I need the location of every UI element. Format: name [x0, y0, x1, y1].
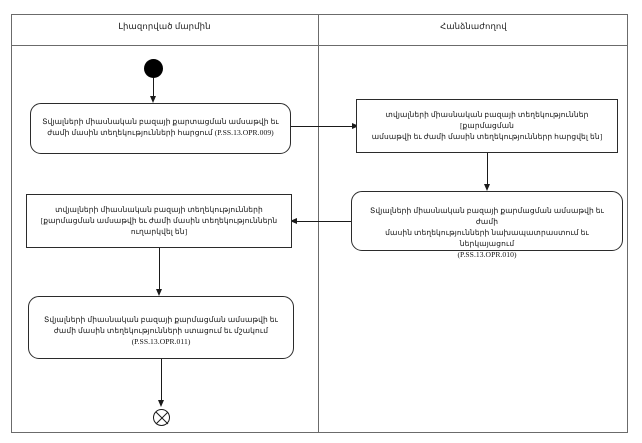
flow-final-node[interactable] [153, 409, 170, 426]
arrowhead-initial-to-action1 [150, 96, 156, 103]
arrowhead-action1-to-object1 [352, 122, 359, 129]
arrowhead-object2-to-action3 [156, 289, 162, 296]
action-node-receive-process-label: Տվյալների միասնական բազայի քարմացման ամս… [44, 315, 278, 346]
arrowhead-action2-to-object2 [290, 217, 297, 224]
action-node-prepare-present-label: Տվյալների միասնական բազայի քարմացման ամս… [370, 206, 604, 259]
initial-node[interactable] [144, 59, 163, 78]
arrowhead-object1-to-action2 [484, 184, 490, 191]
swimlane-header-divider [11, 45, 628, 46]
edge-object2-to-action3 [159, 248, 160, 291]
action-node-request-info[interactable]: Տվյալների միասնական բազայի քարտացման ամս… [30, 103, 291, 154]
arrowhead-action3-to-final [158, 400, 164, 407]
swimlane-title-right: Հանձնաժողով [440, 21, 507, 31]
object-node-db-info-requested[interactable]: տվյալների միասնական բազայի տեղեկությունն… [356, 99, 618, 153]
action-node-receive-process[interactable]: Տվյալների միասնական բազայի քարմացման ամս… [28, 296, 294, 359]
edge-initial-to-action1 [153, 78, 154, 98]
action-node-request-info-label: Տվյալների միասնական բազայի քարտացման ամս… [42, 117, 279, 137]
edge-action1-to-object1 [291, 126, 355, 127]
swimlane-title-left: Լիազորված մարմին [118, 21, 211, 31]
swimlane-vertical-divider [318, 14, 319, 433]
object-node-db-info-sent[interactable]: տվյալների միասնական բազայի տեղեկությունն… [26, 194, 292, 248]
edge-action3-to-final [161, 359, 162, 402]
object-node-db-info-requested-label: տվյալների միասնական բազայի տեղեկությունն… [371, 110, 603, 141]
edge-action2-to-object2 [293, 221, 351, 222]
object-node-db-info-sent-label: տվյալների միասնական բազայի տեղեկությունն… [40, 205, 278, 236]
edge-object1-to-action2 [487, 153, 488, 186]
action-node-prepare-present[interactable]: Տվյալների միասնական բազայի քարմացման ամս… [351, 191, 623, 259]
